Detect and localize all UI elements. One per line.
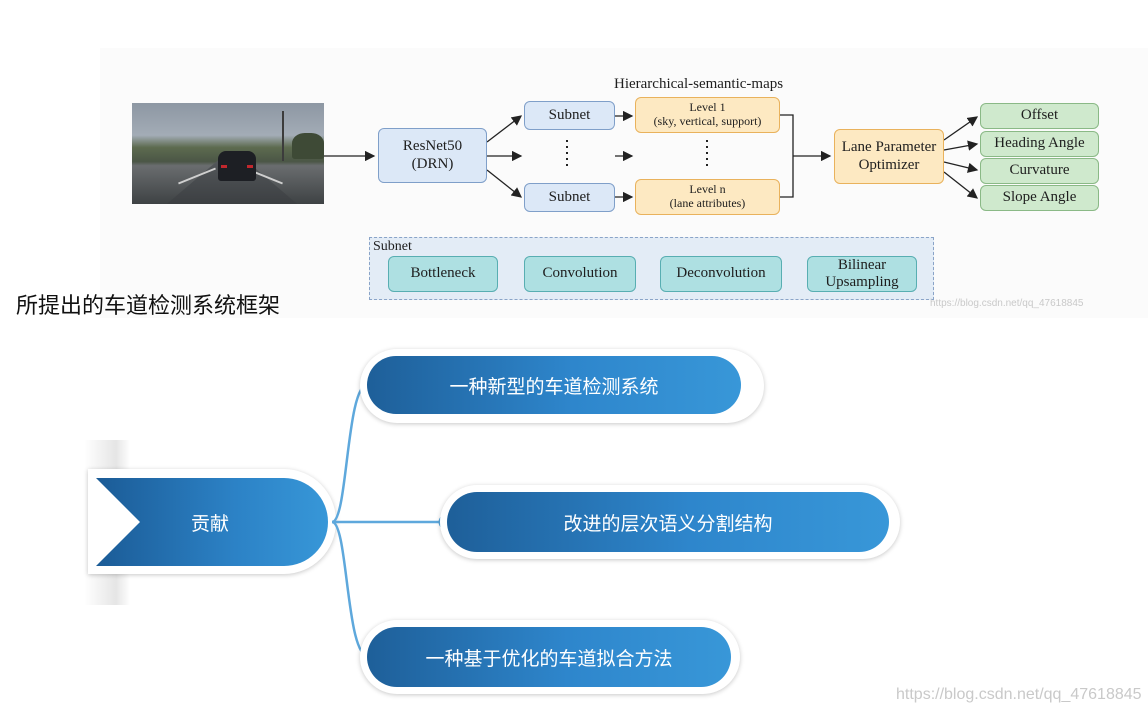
subnet-box-top: Subnet bbox=[524, 101, 615, 130]
branch-improved-segmentation: 改进的层次语义分割结构 bbox=[447, 492, 889, 552]
subnet-label: Subnet bbox=[548, 188, 591, 205]
leveln-box: Level n (lane attributes) bbox=[635, 179, 780, 215]
backbone-variant: (DRN) bbox=[411, 155, 454, 172]
road-photo bbox=[132, 103, 324, 204]
backbone-box: ResNet50 (DRN) bbox=[378, 128, 487, 183]
figure-caption: 所提出的车道检测系统框架 bbox=[16, 294, 281, 319]
watermark-large: https://blog.csdn.net/qq_47618845 bbox=[896, 686, 1142, 703]
output-slope-angle: Slope Angle bbox=[980, 185, 1099, 211]
watermark-small: https://blog.csdn.net/qq_47618845 bbox=[930, 298, 1084, 309]
leveln-title: Level n bbox=[689, 182, 726, 197]
optimizer-line1: Lane Parameter bbox=[841, 139, 937, 156]
step-bottleneck: Bottleneck bbox=[388, 256, 498, 292]
backbone-name: ResNet50 bbox=[402, 138, 463, 155]
optimizer-line2: Optimizer bbox=[858, 156, 920, 173]
subnet-label: Subnet bbox=[548, 106, 591, 123]
branch-optimization-fitting: 一种基于优化的车道拟合方法 bbox=[367, 627, 731, 687]
subnet-box-bottom: Subnet bbox=[524, 183, 615, 212]
step-deconvolution: Deconvolution bbox=[660, 256, 782, 292]
level1-desc: (sky, vertical, support) bbox=[653, 114, 762, 128]
output-heading-angle: Heading Angle bbox=[980, 131, 1099, 157]
branch-novel-lane-detection: 一种新型的车道检测系统 bbox=[367, 356, 741, 414]
step-convolution: Convolution bbox=[524, 256, 636, 292]
step-bilinear-upsampling: Bilinear Upsampling bbox=[807, 256, 917, 292]
output-offset: Offset bbox=[980, 103, 1099, 129]
level1-title: Level 1 bbox=[689, 100, 726, 115]
hierarchical-maps-title: Hierarchical-semantic-maps bbox=[614, 76, 784, 92]
root-label: 贡献 bbox=[190, 512, 229, 535]
step-bilinear-line1: Bilinear bbox=[837, 256, 887, 273]
subnet-detail-title: Subnet bbox=[373, 239, 412, 254]
branch-label-2: 改进的层次语义分割结构 bbox=[563, 512, 773, 535]
branch-label-1: 一种新型的车道检测系统 bbox=[449, 375, 659, 398]
output-curvature: Curvature bbox=[980, 158, 1099, 184]
leveln-desc: (lane attributes) bbox=[669, 196, 746, 210]
step-bilinear-line2: Upsampling bbox=[825, 274, 899, 290]
optimizer-box: Lane Parameter Optimizer bbox=[834, 129, 944, 184]
branch-label-3: 一种基于优化的车道拟合方法 bbox=[425, 647, 673, 670]
level1-box: Level 1 (sky, vertical, support) bbox=[635, 97, 780, 133]
root-notch bbox=[96, 478, 140, 566]
